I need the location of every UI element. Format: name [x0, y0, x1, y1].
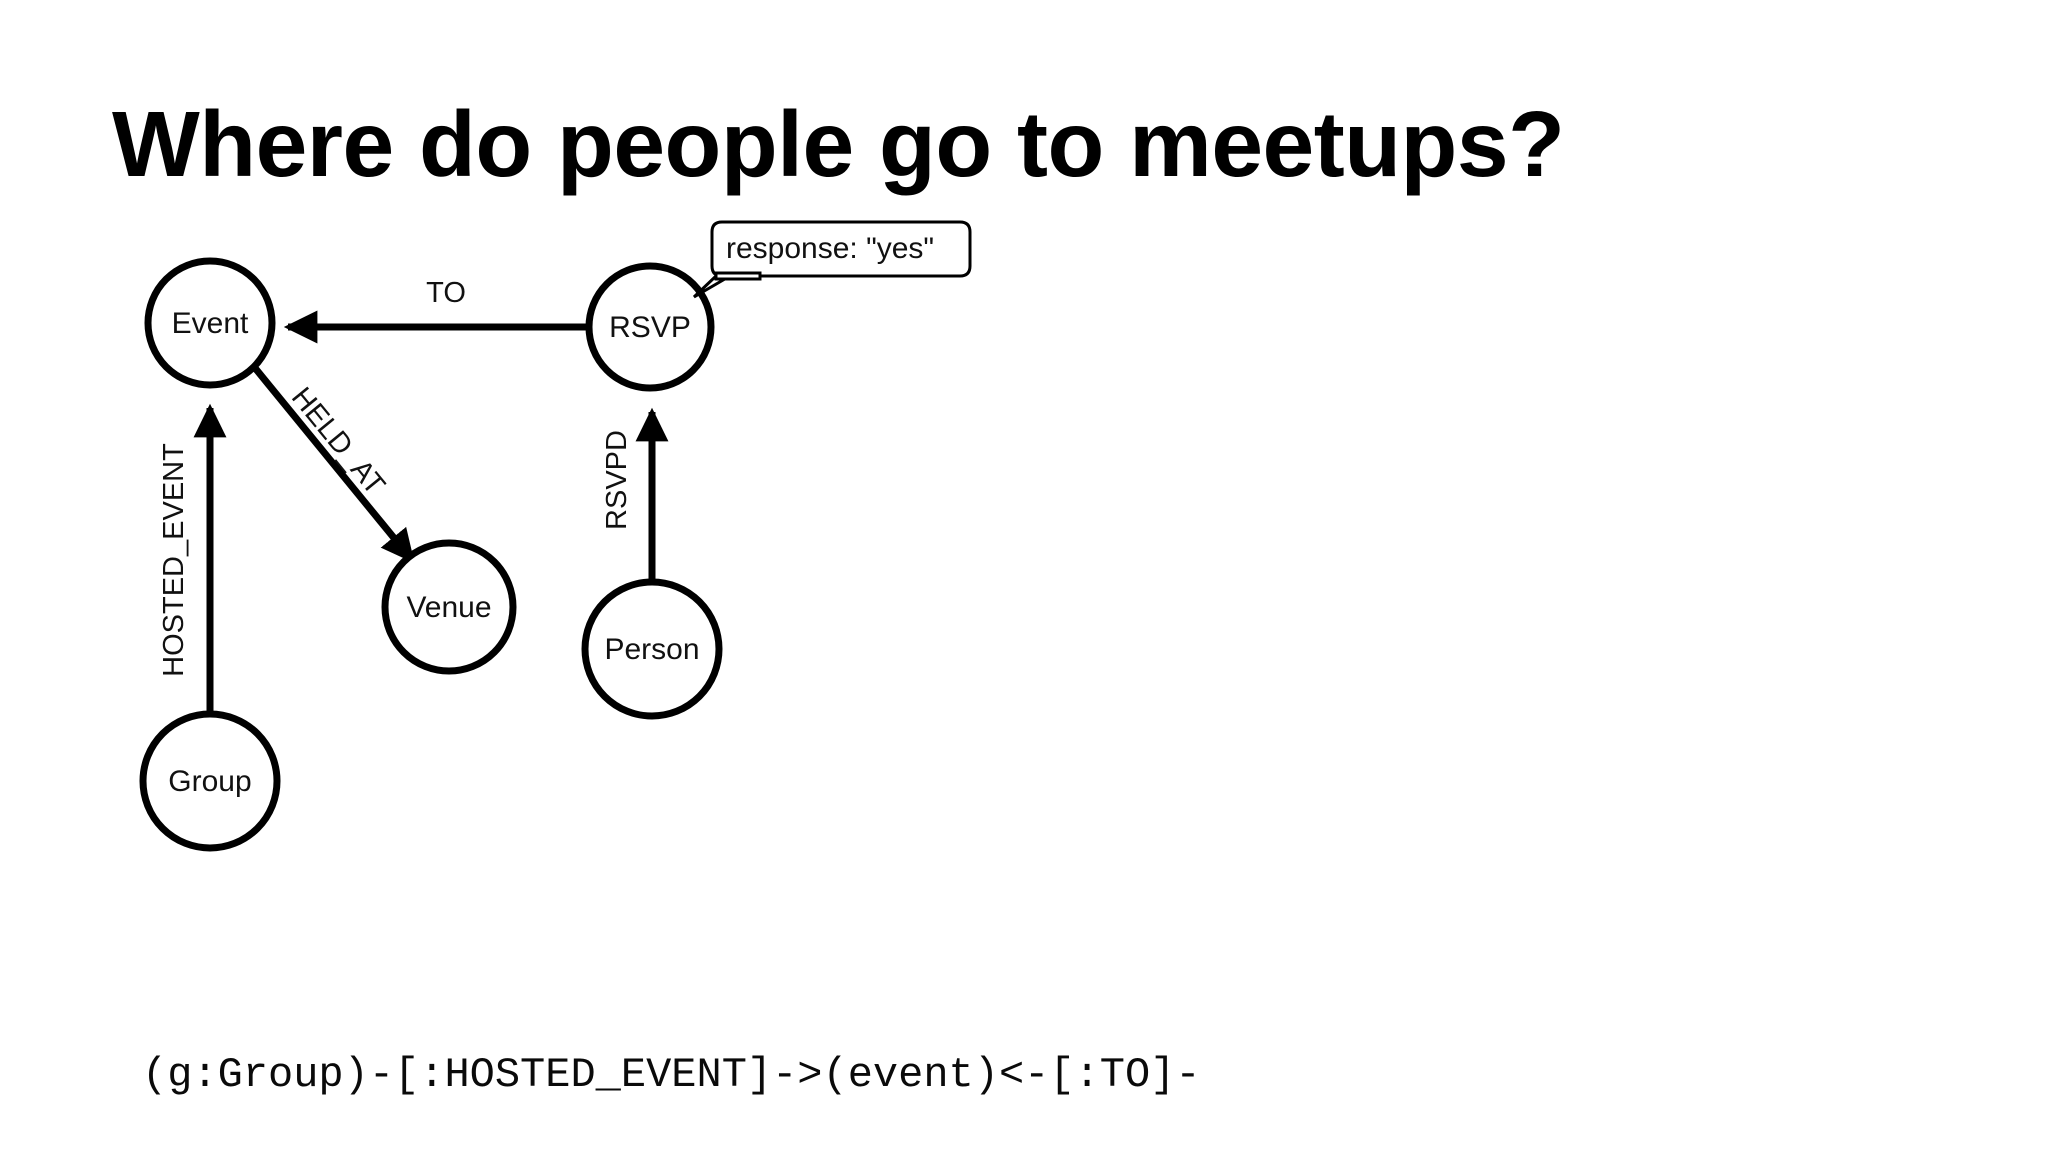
edge-rsvpd: RSVPD: [601, 407, 669, 582]
node-group[interactable]: Group: [139, 710, 281, 852]
graph-data-model-diagram: TO HELD_AT RSVPD HOSTED_EVENT Event: [0, 0, 1100, 900]
edge-label-rsvpd: RSVPD: [601, 430, 633, 530]
node-label-event: Event: [172, 307, 249, 340]
edge-label-to: TO: [426, 277, 466, 309]
edge-label-held-at: HELD_AT: [285, 381, 391, 501]
edge-to: TO: [283, 277, 586, 344]
page-title: Where do people go to meetups?: [112, 92, 1565, 196]
node-person[interactable]: Person: [581, 578, 723, 720]
node-rsvp[interactable]: RSVP: [585, 262, 715, 392]
edge-held-at: HELD_AT: [252, 365, 415, 564]
node-venue[interactable]: Venue: [381, 539, 517, 675]
edge-hosted-event: HOSTED_EVENT: [158, 403, 227, 714]
node-label-venue: Venue: [406, 591, 491, 624]
cypher-query-block: (g:Group)-[:HOSTED_EVENT]->(event)<-[:TO…: [142, 880, 1201, 1152]
node-label-rsvp: RSVP: [609, 311, 691, 344]
edge-label-hosted-event: HOSTED_EVENT: [158, 443, 190, 677]
callout-label-response: response: "yes": [726, 232, 934, 265]
rsvp-property-callout[interactable]: response: "yes": [692, 220, 972, 299]
node-event[interactable]: Event: [144, 257, 276, 389]
node-label-group: Group: [168, 765, 251, 798]
cypher-line-1: (g:Group)-[:HOSTED_EVENT]->(event)<-[:TO…: [142, 1051, 1201, 1099]
node-label-person: Person: [604, 633, 699, 666]
